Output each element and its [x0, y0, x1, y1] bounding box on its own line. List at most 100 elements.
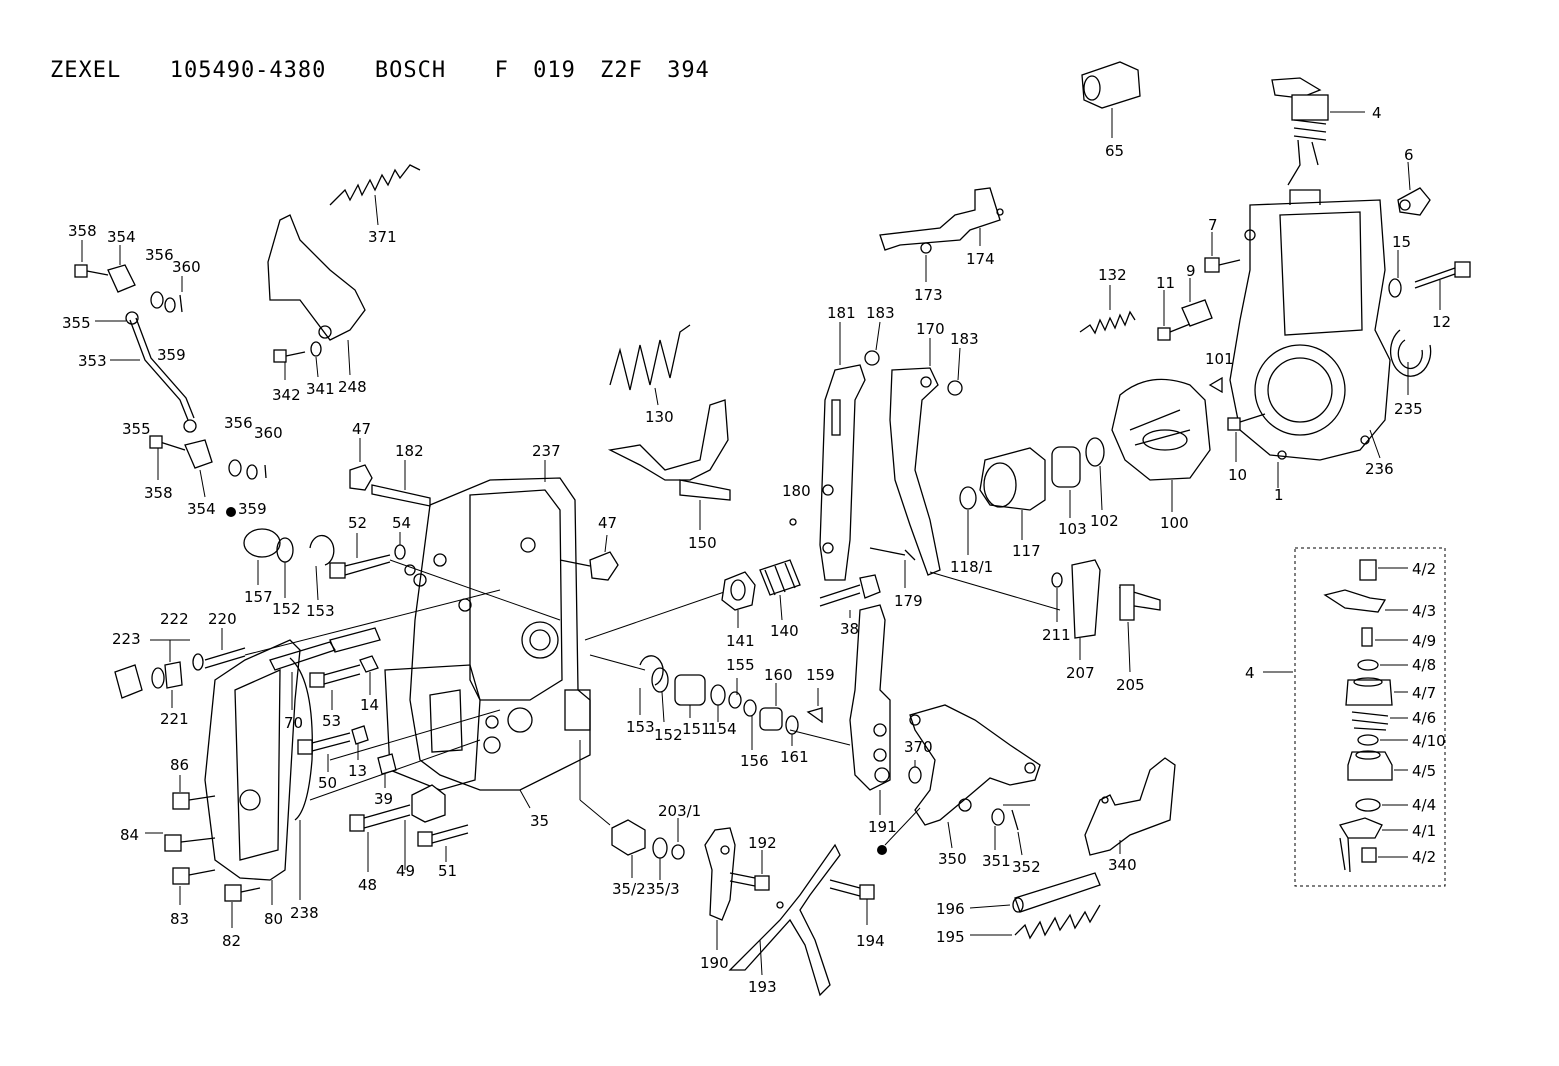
lever-part-350 [909, 704, 1041, 849]
bolt-part-47-right [559, 534, 619, 581]
callout-196: 196 [936, 900, 965, 918]
bolt-part-7 [1204, 232, 1241, 273]
callout-11: 11 [1156, 274, 1175, 292]
callout-82: 82 [222, 932, 241, 950]
callout-4-3: 4/3 [1412, 602, 1436, 620]
callout-355b: 355 [122, 420, 151, 438]
rod-part-70 [269, 627, 381, 710]
nut-part-356-top [150, 276, 183, 313]
callout-141: 141 [726, 632, 755, 650]
screw-part-6 [1397, 161, 1431, 216]
bolt-part-11 [1157, 290, 1196, 341]
callout-223: 223 [112, 630, 141, 648]
callout-6: 6 [1404, 146, 1414, 164]
bolt-part-47-left [349, 438, 373, 491]
callout-7: 7 [1208, 216, 1218, 234]
screw-part-342 [273, 349, 306, 380]
marker-dot-left [226, 507, 236, 517]
callout-190: 190 [700, 954, 729, 972]
callout-160: 160 [764, 666, 793, 684]
callout-355a: 355 [62, 314, 91, 332]
washer-part-118-1 [959, 486, 977, 555]
sleeve-part-117 [979, 447, 1046, 540]
callout-350: 350 [938, 850, 967, 868]
callout-157: 157 [244, 588, 273, 606]
callout-152a: 152 [272, 600, 301, 618]
callout-4-2a: 4/2 [1412, 560, 1436, 578]
pin-part-180 [789, 518, 797, 526]
plate-part-35 [384, 664, 531, 809]
callout-356a: 356 [145, 246, 174, 264]
callout-235: 235 [1394, 400, 1423, 418]
spring-part-132 [1079, 285, 1136, 335]
callout-10: 10 [1228, 466, 1247, 484]
bolt-part-10 [1227, 413, 1266, 462]
callout-236: 236 [1365, 460, 1394, 478]
block-part-354-top [107, 245, 136, 293]
callout-1: 1 [1274, 486, 1284, 504]
callout-150: 150 [688, 534, 717, 552]
callout-161: 161 [780, 748, 809, 766]
marker-dot-center [877, 845, 887, 855]
callout-356b: 356 [224, 414, 253, 432]
callout-48: 48 [358, 876, 377, 894]
callout-359b: 359 [238, 500, 267, 518]
shaft-part-205 [1118, 584, 1161, 673]
callout-51: 51 [438, 862, 457, 880]
lever-part-193 [728, 843, 841, 997]
callout-4-2b: 4/2 [1412, 848, 1436, 866]
callout-100: 100 [1160, 514, 1189, 532]
callout-49: 49 [396, 862, 415, 880]
ring-part-235 [1389, 329, 1432, 395]
pin-part-179 [869, 547, 916, 588]
callout-4-6: 4/6 [1412, 709, 1436, 727]
nut-parts-35-2-35-3 [611, 818, 685, 880]
key-part-101 [1208, 376, 1223, 394]
callout-180: 180 [782, 482, 811, 500]
callout-203-1: 203/1 [658, 802, 701, 820]
callout-39: 39 [374, 790, 393, 808]
bushing-part-49 [404, 784, 446, 870]
callout-101: 101 [1205, 350, 1234, 368]
callout-80: 80 [264, 910, 283, 928]
spring-part-130 [609, 324, 691, 406]
callout-labels: 4 65 6 7 15 12 11 9 132 101 235 10 1 236… [62, 104, 1451, 996]
callout-4-5: 4/5 [1412, 762, 1436, 780]
lever-part-174 [879, 187, 1004, 251]
inset-box-part-4 [1294, 547, 1446, 887]
callout-342: 342 [272, 386, 301, 404]
inset-parts [1323, 559, 1408, 873]
callout-152b: 152 [654, 726, 683, 744]
callout-194: 194 [856, 932, 885, 950]
callout-211: 211 [1042, 626, 1071, 644]
callout-83: 83 [170, 910, 189, 928]
callout-86: 86 [170, 756, 189, 774]
screw-part-50 [297, 732, 351, 772]
callout-140: 140 [770, 622, 799, 640]
valve-parts-152-157 [243, 528, 335, 601]
callout-151: 151 [682, 720, 711, 738]
callout-183a: 183 [866, 304, 895, 322]
callout-132: 132 [1098, 266, 1127, 284]
callout-370: 370 [904, 738, 933, 756]
callout-117: 117 [1012, 542, 1041, 560]
lever-part-248 [267, 214, 366, 376]
callout-130: 130 [645, 408, 674, 426]
pin-part-173 [920, 242, 932, 282]
washer-part-15 [1388, 250, 1402, 298]
callout-102: 102 [1090, 512, 1119, 530]
bolt-part-38 [819, 574, 881, 618]
callout-47b: 47 [598, 514, 617, 532]
callout-50: 50 [318, 774, 337, 792]
callout-153b: 153 [626, 718, 655, 736]
pump-housing-part-237 [404, 460, 591, 791]
callout-371: 371 [368, 228, 397, 246]
callout-103: 103 [1058, 520, 1087, 538]
callout-4-8: 4/8 [1412, 656, 1436, 674]
washer-part-54 [394, 532, 406, 560]
callout-118-1: 118/1 [950, 558, 993, 576]
callout-174: 174 [966, 250, 995, 268]
screw-part-194 [829, 879, 875, 925]
